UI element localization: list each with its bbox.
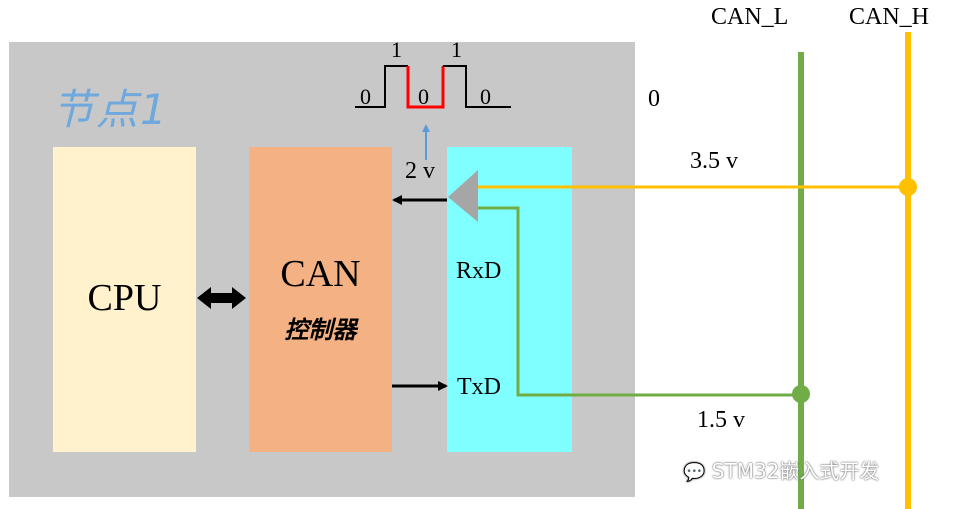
waveform-bit-1: 0 — [360, 84, 371, 109]
can-l-voltage-label: 1.5 v — [697, 407, 745, 433]
can-controller-title: CAN — [280, 253, 361, 295]
node-title: 节点1 — [52, 85, 169, 134]
can-controller-subtitle: 控制器 — [284, 316, 357, 344]
can-l-rx-wire — [478, 206, 801, 397]
can-h-junction-dot — [899, 178, 917, 196]
result-bit-label: 0 — [648, 86, 660, 112]
waveform-line — [355, 65, 408, 108]
can-h-voltage-label: 3.5 v — [690, 148, 738, 174]
watermark-text: STM32嵌入式开发 — [711, 459, 880, 483]
wechat-icon: 💬 — [683, 462, 706, 483]
can-l-junction-dot — [792, 385, 810, 403]
can-controller-block — [249, 147, 392, 452]
waveform-highlight — [406, 66, 445, 109]
txd-label: TxD — [457, 374, 501, 400]
can-h-label: CAN_H — [849, 4, 930, 30]
waveform-bit-5: 0 — [480, 84, 491, 109]
receiver-comparator-triangle — [448, 170, 478, 222]
cpu-controller-double-arrow — [197, 287, 246, 309]
output-voltage-label: 2 v — [405, 158, 435, 184]
cpu-label: CPU — [87, 277, 162, 319]
waveform-line-2 — [443, 65, 511, 108]
cpu-block — [53, 147, 196, 452]
rxd-label: RxD — [456, 258, 502, 284]
waveform-bit-4: 1 — [451, 37, 462, 62]
waveform-bit-3: 0 — [418, 84, 429, 109]
waveform-bit-2: 1 — [391, 37, 402, 62]
can-l-label: CAN_L — [711, 4, 789, 30]
watermark: 💬 STM32嵌入式开发 — [683, 455, 879, 484]
